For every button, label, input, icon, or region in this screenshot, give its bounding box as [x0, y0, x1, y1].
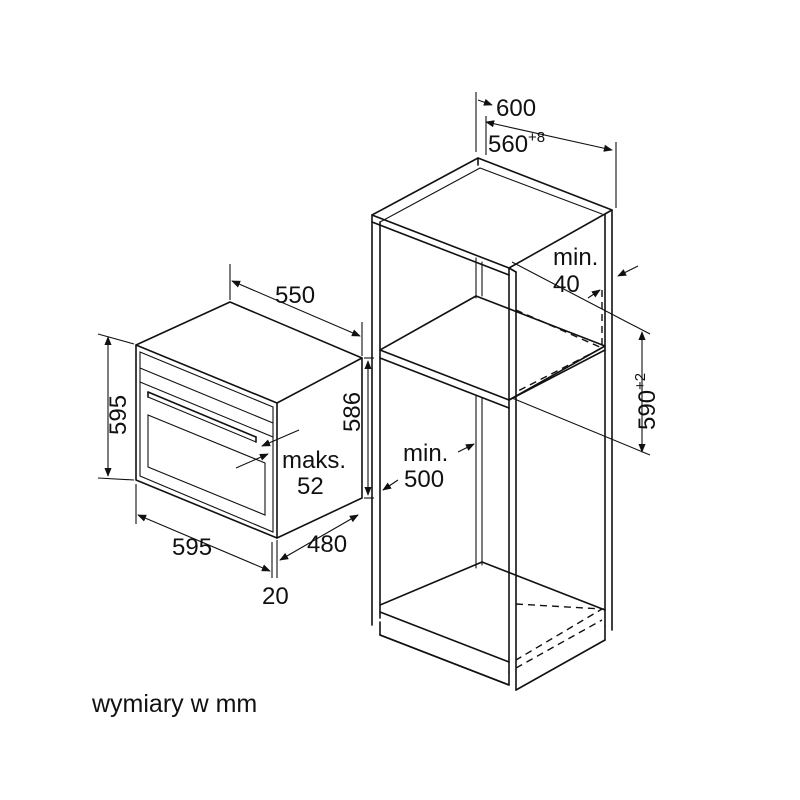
side-gap-label-line2: 40	[553, 271, 580, 298]
niche-height-label: 590+2	[632, 373, 661, 430]
niche-height-value: 590	[634, 390, 661, 430]
cabinet-dimensions: 600 560+8 min. 40 min. 500 590+2	[382, 92, 661, 493]
cabinet-inner-width-tolerance: +8	[528, 129, 545, 146]
min-depth-label-line1: min.	[403, 440, 448, 467]
oven-front-width-label: 595	[172, 534, 212, 561]
oven-depth-top-label: 550	[275, 282, 315, 309]
oven-front-height-label: 595	[105, 395, 132, 435]
units-caption: wymiary w mm	[91, 690, 257, 718]
cabinet-outer-width-label: 600	[496, 95, 536, 122]
oven-side-height-label: 586	[339, 392, 366, 432]
handle-projection-label-line1: maks.	[282, 447, 346, 474]
cabinet-middle-shelf	[379, 295, 606, 401]
oven-dimensions: 550 595 586 maks. 52 595 480 20	[97, 264, 374, 610]
cabinet-inner-width-value: 560	[488, 131, 528, 158]
handle-projection-label-line2: 52	[297, 473, 324, 500]
front-panel-thickness-label: 20	[262, 583, 289, 610]
oven-bottom-depth-label: 480	[307, 531, 347, 558]
niche-height-tolerance: +2	[632, 373, 649, 390]
side-gap-label-line1: min.	[553, 244, 598, 271]
min-depth-label-line2: 500	[404, 466, 444, 493]
cabinet-inner-width-label: 560+8	[488, 129, 545, 158]
oven-drawing	[135, 301, 363, 539]
cabinet-drawing	[371, 157, 613, 691]
